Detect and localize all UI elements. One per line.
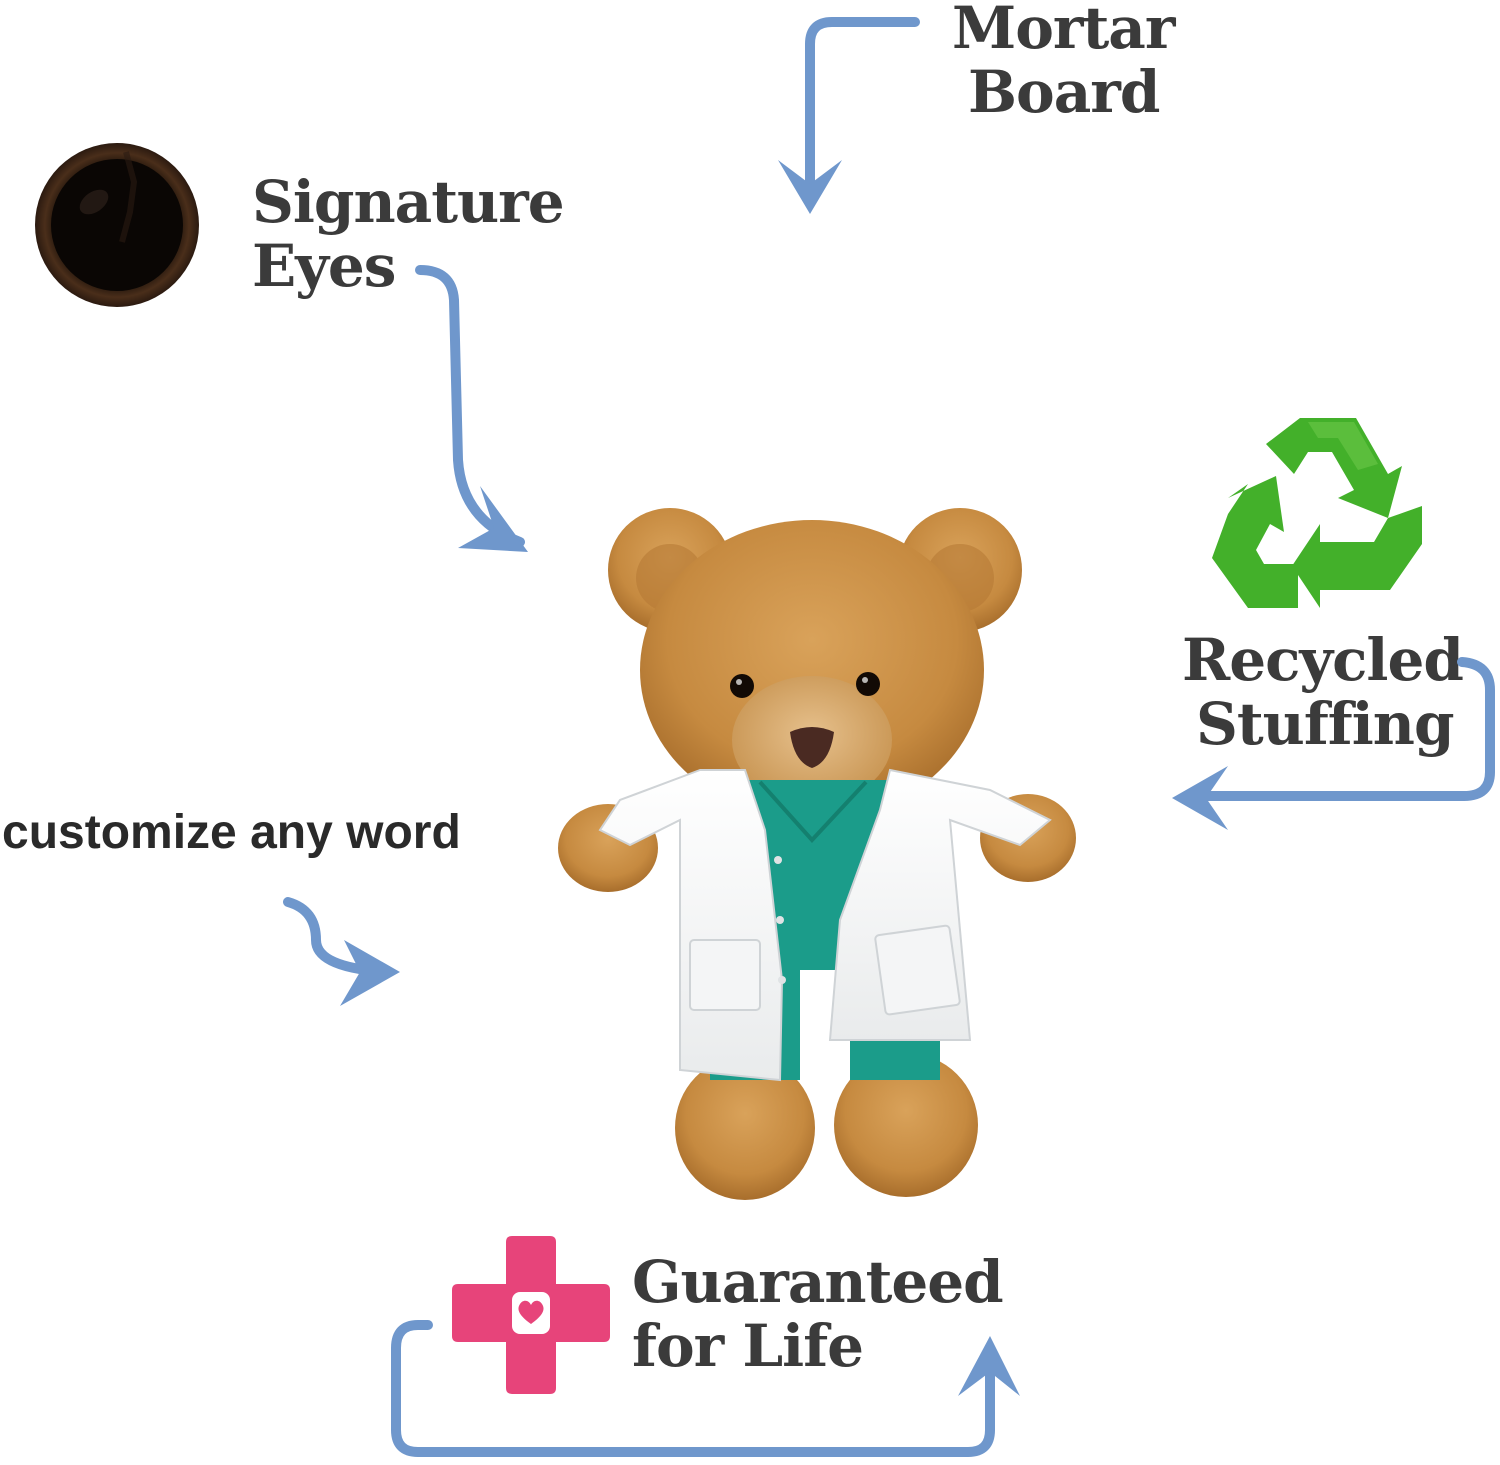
- mortar-board-arrow: [805, 17, 920, 205]
- guaranteed-line2: for Life: [632, 1312, 864, 1380]
- customize-label: customize any word: [2, 806, 461, 859]
- recycle-icon: [1212, 418, 1422, 608]
- eye-icon: [35, 143, 199, 307]
- recycled-stuffing-line2: Stuffing: [1196, 690, 1455, 758]
- signature-eyes-arrowhead: [458, 486, 528, 552]
- signature-eyes-label: Signature Eyes: [252, 168, 565, 300]
- recycled-stuffing-line1: Recycled: [1182, 626, 1464, 694]
- mortar-board-arrowhead: [778, 160, 842, 214]
- guaranteed-arrowhead: [958, 1336, 1020, 1396]
- recycled-stuffing-arrowhead: [1172, 766, 1228, 830]
- signature-eyes-arrow: [415, 265, 525, 547]
- customize-arrowhead: [340, 940, 400, 1006]
- signature-eyes-line2: Eyes: [252, 232, 396, 300]
- mortar-board-line2: Board: [968, 58, 1160, 126]
- guaranteed-line1: Guaranteed: [632, 1248, 1004, 1316]
- medical-cross-heart-icon: [452, 1236, 610, 1394]
- signature-eyes-line1: Signature: [252, 168, 565, 236]
- recycled-stuffing-arrow: [1185, 657, 1495, 801]
- guaranteed-label: Guaranteed for Life: [632, 1248, 1004, 1380]
- guaranteed-arrow: [391, 1320, 995, 1457]
- mortar-board-label: Mortar Board: [952, 0, 1175, 126]
- recycled-stuffing-label: Recycled Stuffing: [1182, 626, 1464, 758]
- teddy-bear-doctor-image: [558, 508, 1076, 1200]
- mortar-board-line1: Mortar: [952, 0, 1175, 62]
- customize-arrow: [283, 897, 393, 977]
